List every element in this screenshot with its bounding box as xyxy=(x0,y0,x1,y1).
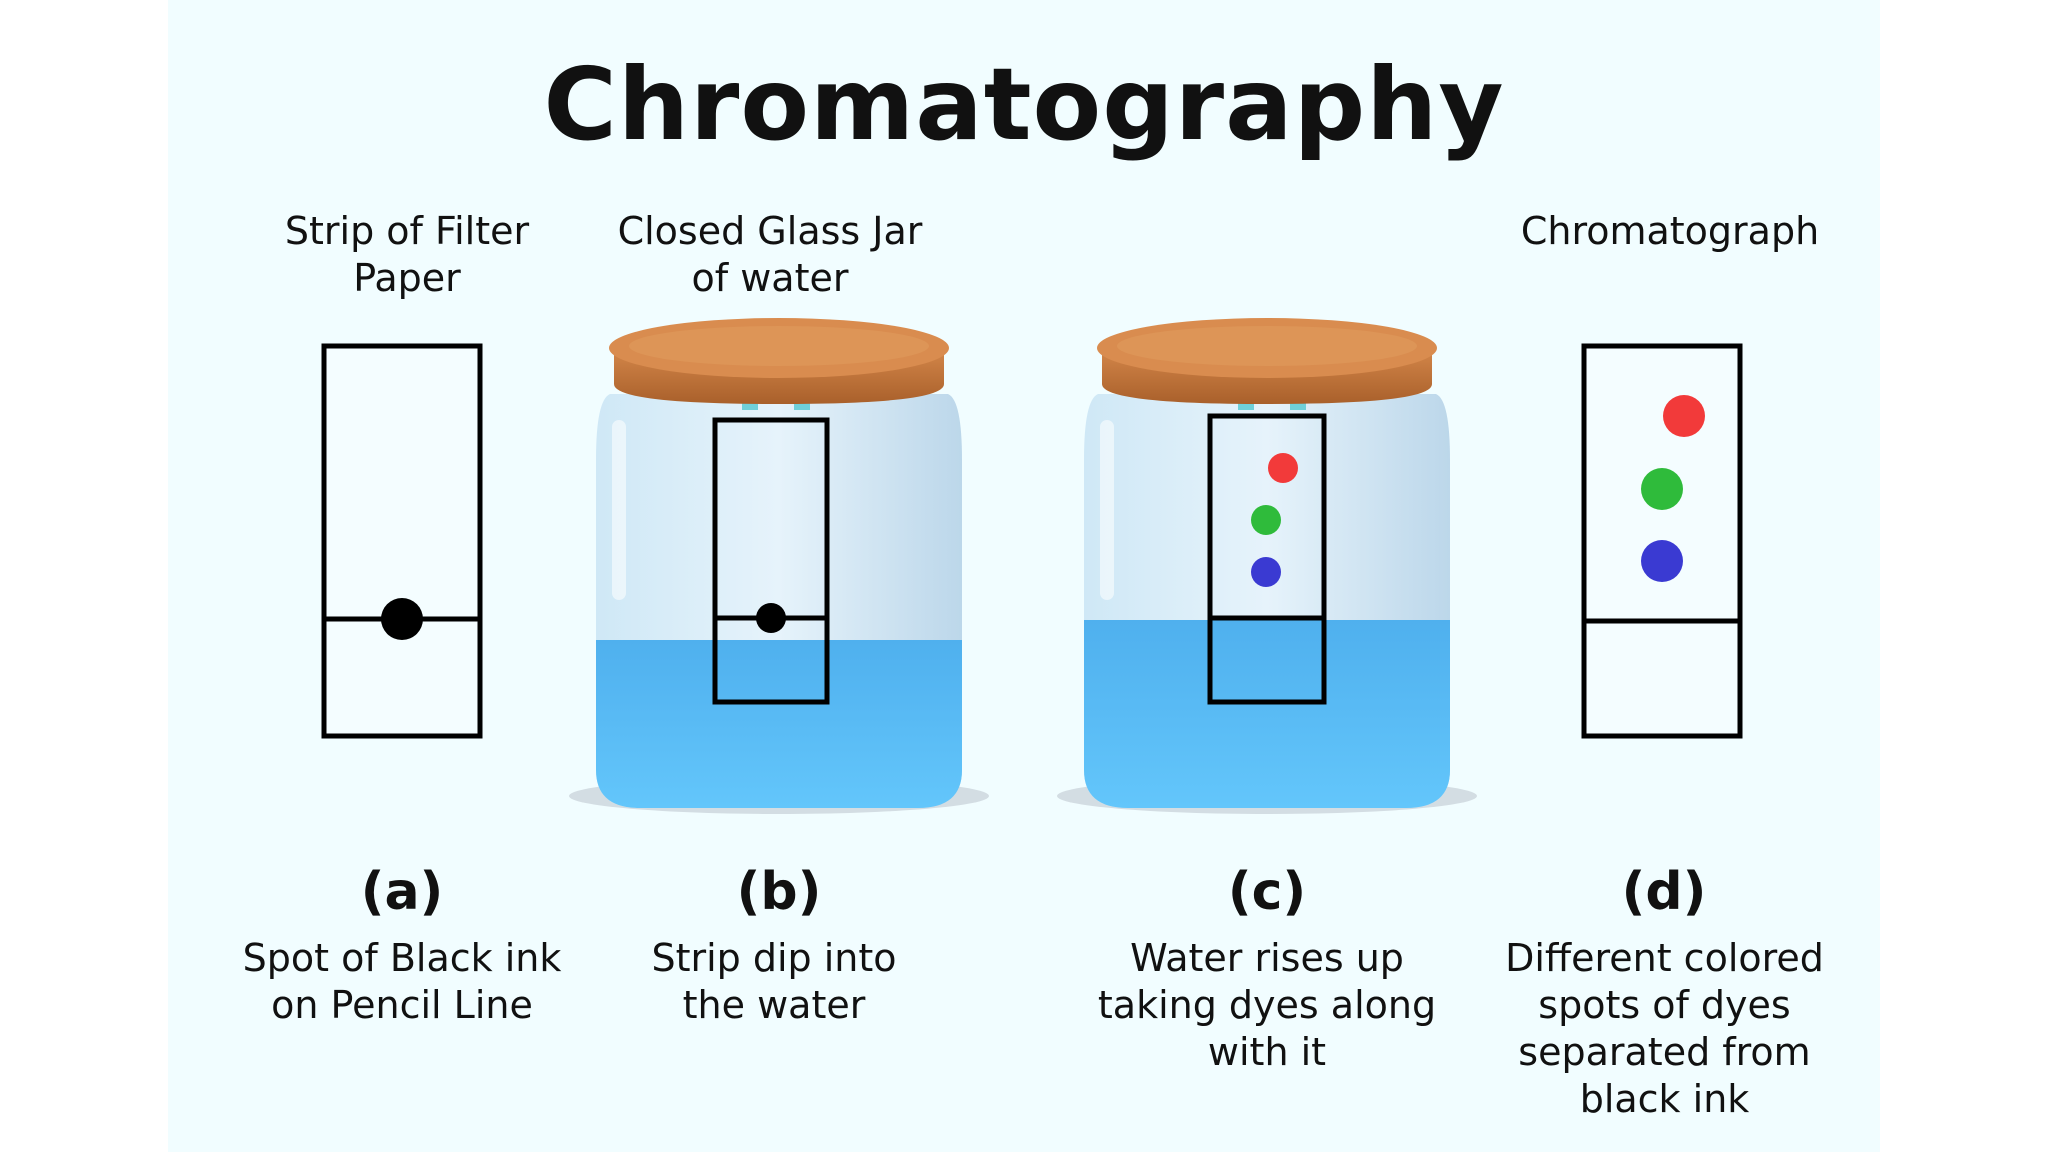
blue-dye-spot xyxy=(1641,540,1683,582)
red-dye-spot xyxy=(1268,453,1298,483)
blue-dye-spot xyxy=(1251,557,1281,587)
step-letter-c: (c) xyxy=(1227,862,1307,922)
step-letter-a: (a) xyxy=(360,862,444,922)
black-ink-spot xyxy=(381,598,423,640)
step-letter-b: (b) xyxy=(736,862,822,922)
jar-b xyxy=(569,318,989,814)
step-caption-d: Different colored spots of dyes separate… xyxy=(1505,936,1824,1121)
label-filter-paper: Strip of Filter Paper xyxy=(284,209,530,300)
red-dye-spot xyxy=(1663,395,1705,437)
filter-paper-strip-a xyxy=(321,343,483,739)
step-caption-a: Spot of Black ink on Pencil Line xyxy=(242,936,562,1027)
green-dye-spot xyxy=(1641,468,1683,510)
label-glass-jar: Closed Glass Jar of water xyxy=(617,209,923,300)
chromatograph-strip-d xyxy=(1581,343,1743,739)
page-title: Chromatography xyxy=(543,46,1505,163)
step-caption-b: Strip dip into the water xyxy=(651,936,897,1027)
step-caption-c: Water rises up taking dyes along with it xyxy=(1097,936,1437,1074)
label-chromatograph: Chromatograph xyxy=(1520,209,1820,253)
black-ink-spot xyxy=(756,603,786,633)
strip-in-jar-b xyxy=(712,417,830,705)
jar-c xyxy=(1057,318,1477,814)
jar-water xyxy=(1084,620,1450,808)
jar-water xyxy=(596,640,962,808)
strip-in-jar-c xyxy=(1207,413,1327,705)
step-letter-d: (d) xyxy=(1621,862,1707,922)
green-dye-spot xyxy=(1251,505,1281,535)
